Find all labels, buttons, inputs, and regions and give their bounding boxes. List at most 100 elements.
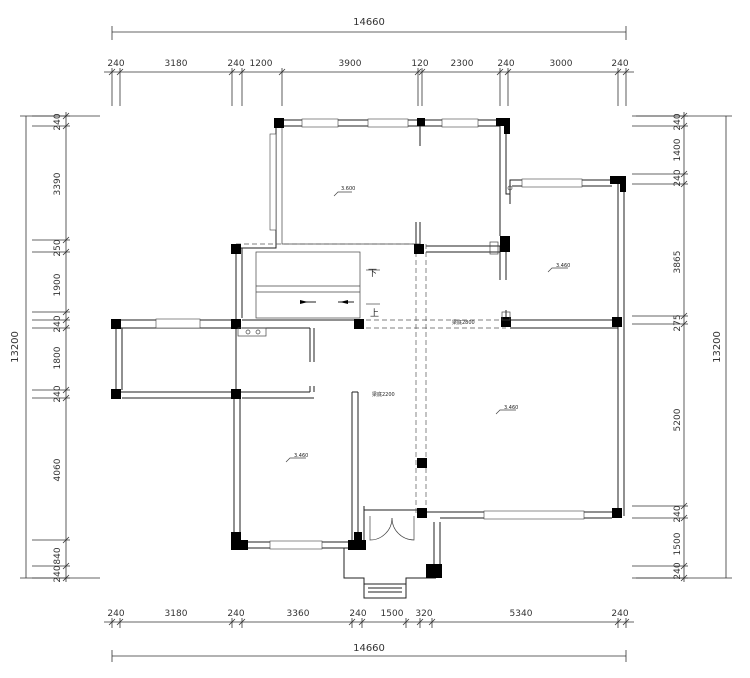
right-ticks-slash	[680, 180, 688, 188]
top-dim-9: 3000	[550, 59, 573, 69]
right-ticks-slash	[680, 170, 688, 178]
bottom-ticks-slash	[116, 618, 124, 626]
top-dim-5: 3900	[339, 59, 362, 69]
bottom-dimension-chain: 240 3180 240 3360 240 1500 320 5340 240 …	[104, 609, 634, 662]
left-ticks-slash	[62, 562, 70, 570]
left-dim-9: 840	[53, 547, 63, 564]
left-dim-3: 250	[53, 239, 63, 256]
elev-top-room: 3.600	[341, 186, 355, 192]
bottom-ticks-slash	[416, 618, 424, 626]
right-dim-9: 240	[673, 562, 683, 579]
left-dim-5: 240	[53, 315, 63, 332]
left-ticks-slash	[62, 122, 70, 130]
right-dim-2: 1400	[673, 138, 683, 161]
right-dimension-chain: 240 1400 240 3865 275 5200 240 1500 240 …	[632, 112, 732, 582]
left-ticks-slash	[62, 324, 70, 332]
right-dim-6: 5200	[673, 408, 683, 431]
left-total-dimension: 13200	[10, 331, 21, 363]
left-dim-1: 240	[53, 113, 63, 130]
bottom-ticks-slash	[428, 618, 436, 626]
top-dim-8: 240	[497, 59, 514, 69]
bottom-total-dimension: 14660	[353, 643, 385, 654]
right-dim-3: 240	[673, 169, 683, 186]
right-dim-5: 275	[673, 314, 683, 331]
top-dim-3: 240	[227, 59, 244, 69]
right-dim-7: 240	[673, 505, 683, 522]
left-dim-4: 1900	[53, 273, 63, 296]
top-ticks-slash	[414, 68, 422, 76]
left-ticks-slash	[62, 536, 70, 544]
top-ticks-slash	[496, 68, 504, 76]
elev-right-room: 3.460	[556, 263, 570, 269]
beam-note-1: 梁底2800	[452, 319, 475, 326]
walls	[115, 119, 625, 599]
top-ticks-slash	[504, 68, 512, 76]
top-ticks-slash	[238, 68, 246, 76]
top-dim-10: 240	[611, 59, 628, 69]
entry-doors	[369, 516, 415, 541]
top-total-dimension: 14660	[353, 17, 385, 28]
bottom-dim-4: 3360	[287, 609, 310, 619]
left-ticks-slash	[62, 574, 70, 582]
bottom-dim-9: 240	[611, 609, 628, 619]
bottom-dim-5: 240	[349, 609, 366, 619]
right-dim-1: 240	[673, 113, 683, 130]
left-ticks-slash	[62, 236, 70, 244]
bottom-ticks-slash	[348, 618, 356, 626]
right-ticks-slash	[680, 502, 688, 510]
right-ticks-slash	[680, 312, 688, 320]
structural-columns	[111, 118, 626, 578]
left-dim-6: 1800	[53, 346, 63, 369]
left-dim-2: 3390	[53, 172, 63, 195]
bottom-ticks-slash	[238, 618, 246, 626]
bottom-ticks-slash	[402, 618, 410, 626]
bottom-ticks-slash	[614, 618, 622, 626]
top-ticks-slash	[116, 68, 124, 76]
top-ticks-slash	[622, 68, 630, 76]
stair-down-label: 下	[368, 269, 377, 279]
bottom-ticks-slash	[228, 618, 236, 626]
left-ticks-slash	[62, 386, 70, 394]
beam-lines	[236, 243, 506, 516]
top-ticks-slash	[278, 68, 286, 76]
top-dim-1: 240	[107, 59, 124, 69]
left-ticks-slash	[62, 248, 70, 256]
windows	[155, 118, 585, 550]
left-ticks-slash	[62, 112, 70, 120]
left-dimension-chain: 13200 240 3390 250 1900 240 1800 240 406…	[10, 112, 100, 583]
left-ticks-slash	[62, 394, 70, 402]
annotations: 3.600 3.460 3.460 3.460 梁底2800 梁底2200	[285, 186, 570, 463]
right-ticks-slash	[680, 320, 688, 328]
bottom-dim-3: 240	[227, 609, 244, 619]
left-dim-10: 240	[53, 565, 63, 582]
bottom-dim-6: 1500	[381, 609, 404, 619]
top-dim-7: 2300	[451, 59, 474, 69]
bottom-ticks-slash	[622, 618, 630, 626]
right-dim-4: 3865	[673, 251, 683, 274]
elev-center: 3.460	[504, 405, 518, 411]
top-dim-6: 120	[411, 59, 428, 69]
bottom-dim-1: 240	[107, 609, 124, 619]
top-dimension-chain: 14660 240 3180 240 1200 3900 120 2300 24…	[104, 17, 634, 106]
staircase: 下 上	[255, 251, 380, 319]
left-dim-7: 240	[53, 385, 63, 402]
right-total-dimension: 13200	[712, 331, 723, 363]
bottom-dim-8: 5340	[510, 609, 533, 619]
top-dim-2: 3180	[165, 59, 188, 69]
bottom-ticks-slash	[358, 618, 366, 626]
bottom-dim-2: 3180	[165, 609, 188, 619]
elev-left-bottom: 3.460	[294, 453, 308, 459]
left-ticks-slash	[62, 316, 70, 324]
right-dim-8: 1500	[673, 532, 683, 555]
top-ticks-slash	[418, 68, 426, 76]
left-ticks-slash	[62, 308, 70, 316]
top-ticks-slash	[108, 68, 116, 76]
bottom-ticks-slash	[108, 618, 116, 626]
right-ticks-slash	[680, 562, 688, 570]
top-ticks-slash	[228, 68, 236, 76]
beam-note-2: 梁底2200	[372, 391, 395, 398]
top-ticks-slash	[614, 68, 622, 76]
fixtures	[237, 185, 513, 337]
right-ticks-slash	[680, 122, 688, 130]
